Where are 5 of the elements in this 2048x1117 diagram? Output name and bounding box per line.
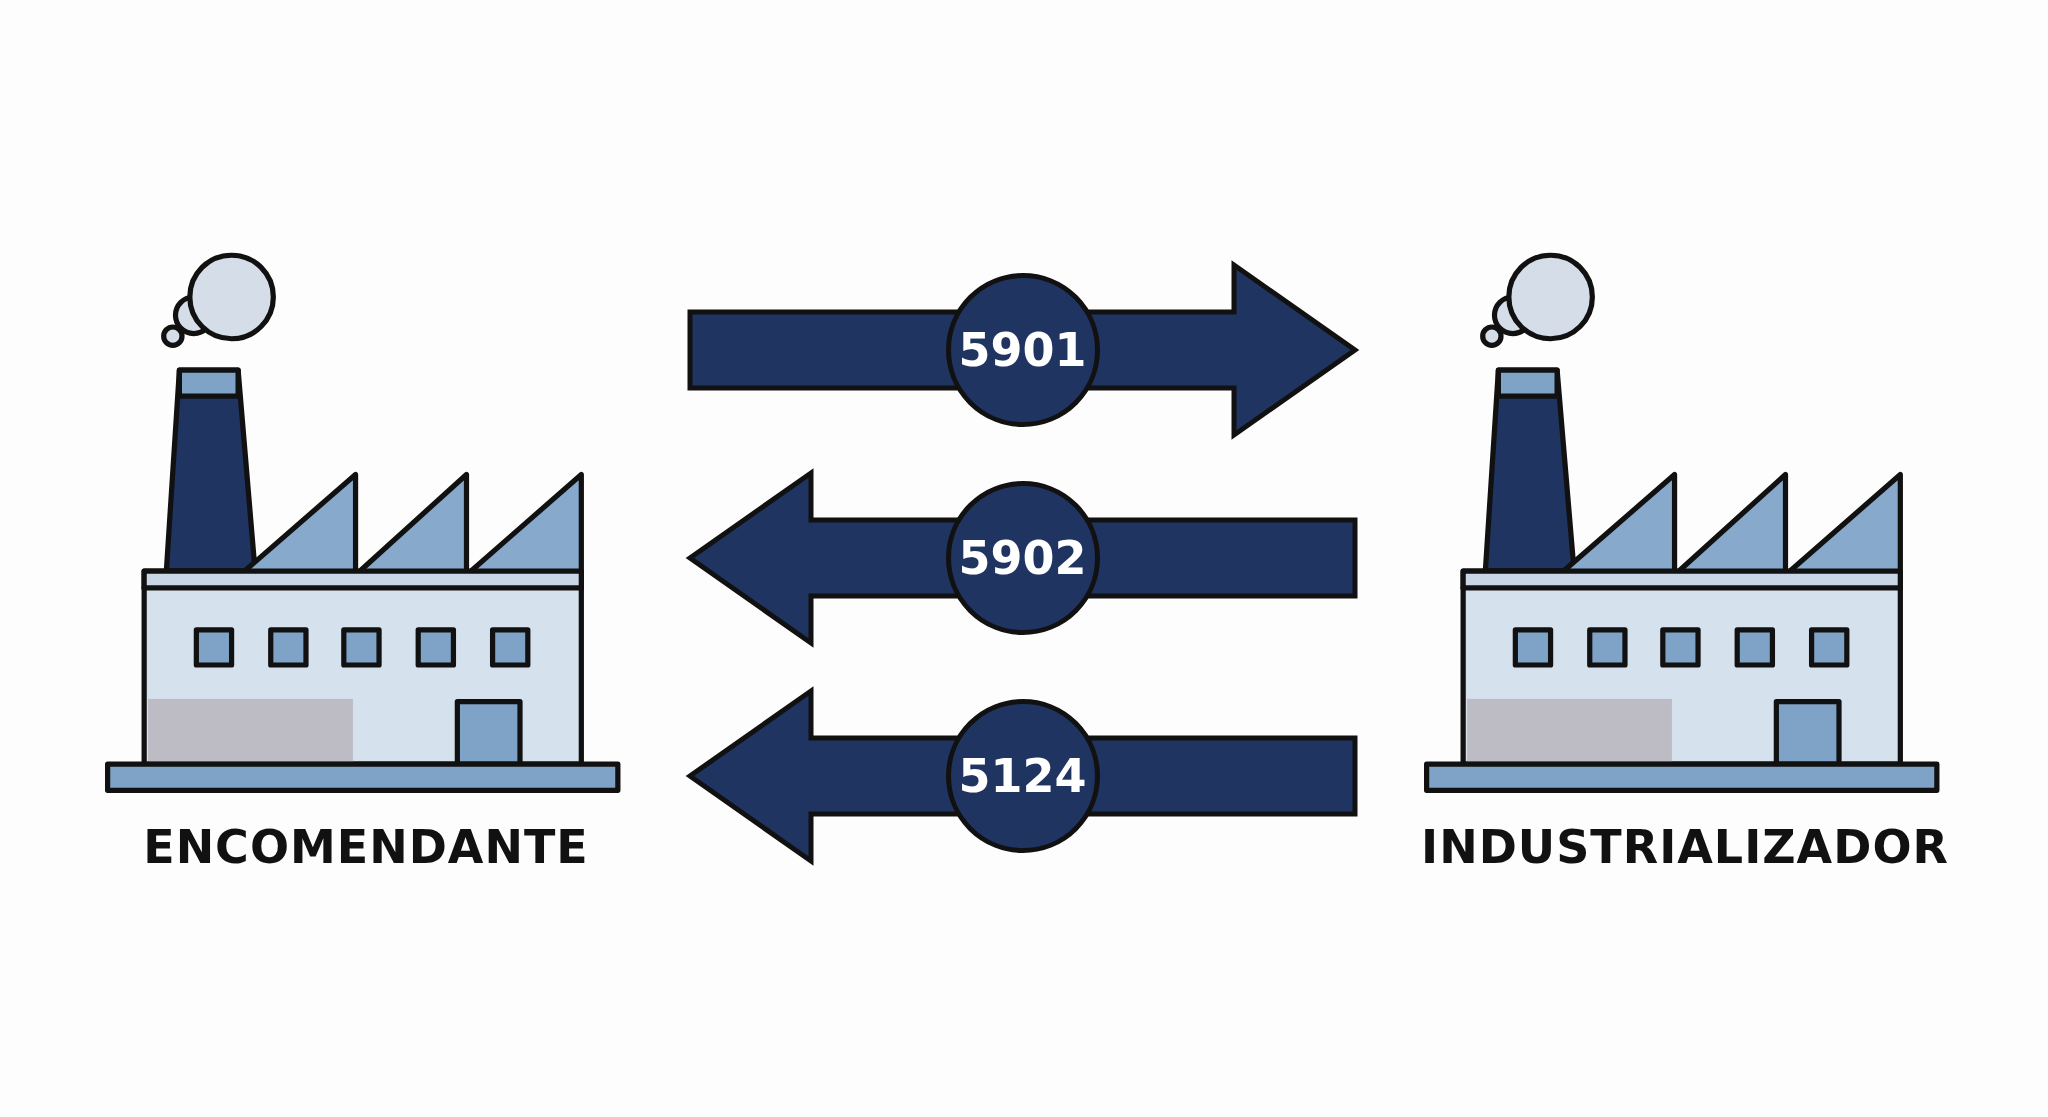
node-label: INDUSTRIALIZADOR: [1420, 820, 1950, 874]
edge-label: 5902: [945, 481, 1100, 635]
node-label: ENCOMENDANTE: [142, 820, 590, 874]
edge-label: 5124: [945, 699, 1100, 853]
edge-label: 5901: [945, 273, 1100, 427]
